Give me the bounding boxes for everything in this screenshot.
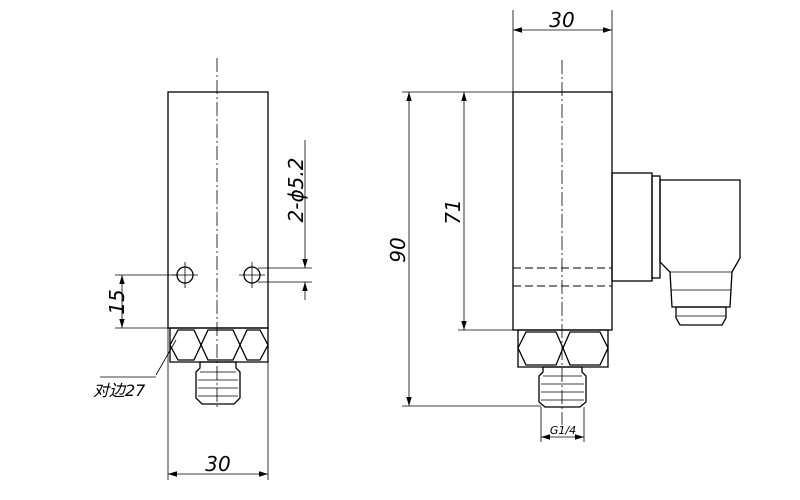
mounting-holes [172,262,265,288]
left-width-label: 30 [205,452,230,476]
right-width-label: 30 [549,8,574,32]
right-thread-fitting [538,366,587,408]
left-view: 15 2-ϕ5.2 对边27 30 [93,58,312,480]
dim-hole-diameter: 2-ϕ5.2 [258,140,312,300]
side-connector [611,172,741,326]
right-body-outline [512,91,613,331]
hole-spec-label: 2-ϕ5.2 [284,158,308,223]
dim-hole-height: 15 [105,274,178,329]
left-thread-fitting [195,361,241,405]
hole-height-label: 15 [105,289,129,314]
left-hex-nut [169,327,269,363]
dim-total-height: 90 [386,91,541,407]
right-view: 30 90 71 G1/4 [386,8,741,442]
dim-right-width: 30 [512,8,613,92]
total-height-label: 90 [386,237,410,262]
dim-thread: G1/4 [540,407,585,442]
body-height-label: 71 [441,199,465,224]
dim-left-width: 30 [167,328,269,480]
left-body-outline [167,91,269,329]
hex-annotation: 对边27 [93,339,177,400]
thread-label: G1/4 [550,424,576,437]
right-hex-nut [517,329,609,368]
dim-body-height: 71 [441,92,513,331]
hex-size-label: 对边27 [93,381,146,400]
